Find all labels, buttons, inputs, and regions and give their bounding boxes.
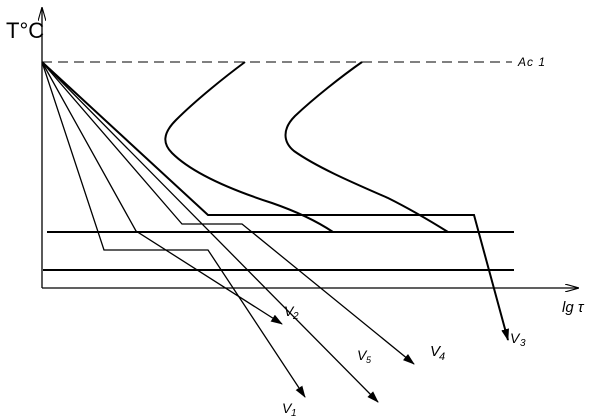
svg-text:5: 5 <box>366 355 372 365</box>
y-axis-label: T°C <box>6 18 44 43</box>
label-v3: V 3 <box>510 330 526 349</box>
svg-text:V: V <box>430 343 442 360</box>
cooling-curve-v3 <box>41 61 509 341</box>
x-axis-label: lg τ <box>562 299 585 316</box>
svg-text:V: V <box>284 303 295 319</box>
ac1-label: Ac 1 <box>517 55 546 69</box>
svg-text:1: 1 <box>291 408 297 419</box>
cooling-curve-v1 <box>41 61 306 398</box>
svg-text:2: 2 <box>292 311 299 322</box>
cooling-curve-v5 <box>41 61 379 403</box>
cooling-curve-v4 <box>41 61 415 365</box>
svg-text:V: V <box>510 330 521 346</box>
cooling-curve-v2 <box>41 61 283 325</box>
svg-text:V: V <box>282 400 293 416</box>
label-v4: V 4 <box>430 343 445 363</box>
svg-text:4: 4 <box>439 351 445 363</box>
label-v1: V 1 <box>282 400 297 419</box>
label-v2: V 2 <box>284 303 299 322</box>
svg-text:3: 3 <box>520 338 526 349</box>
transformation-end-curve <box>284 61 449 233</box>
transformation-start-curve <box>164 61 334 233</box>
svg-text:V: V <box>357 347 368 363</box>
label-v5: V 5 <box>357 347 372 365</box>
